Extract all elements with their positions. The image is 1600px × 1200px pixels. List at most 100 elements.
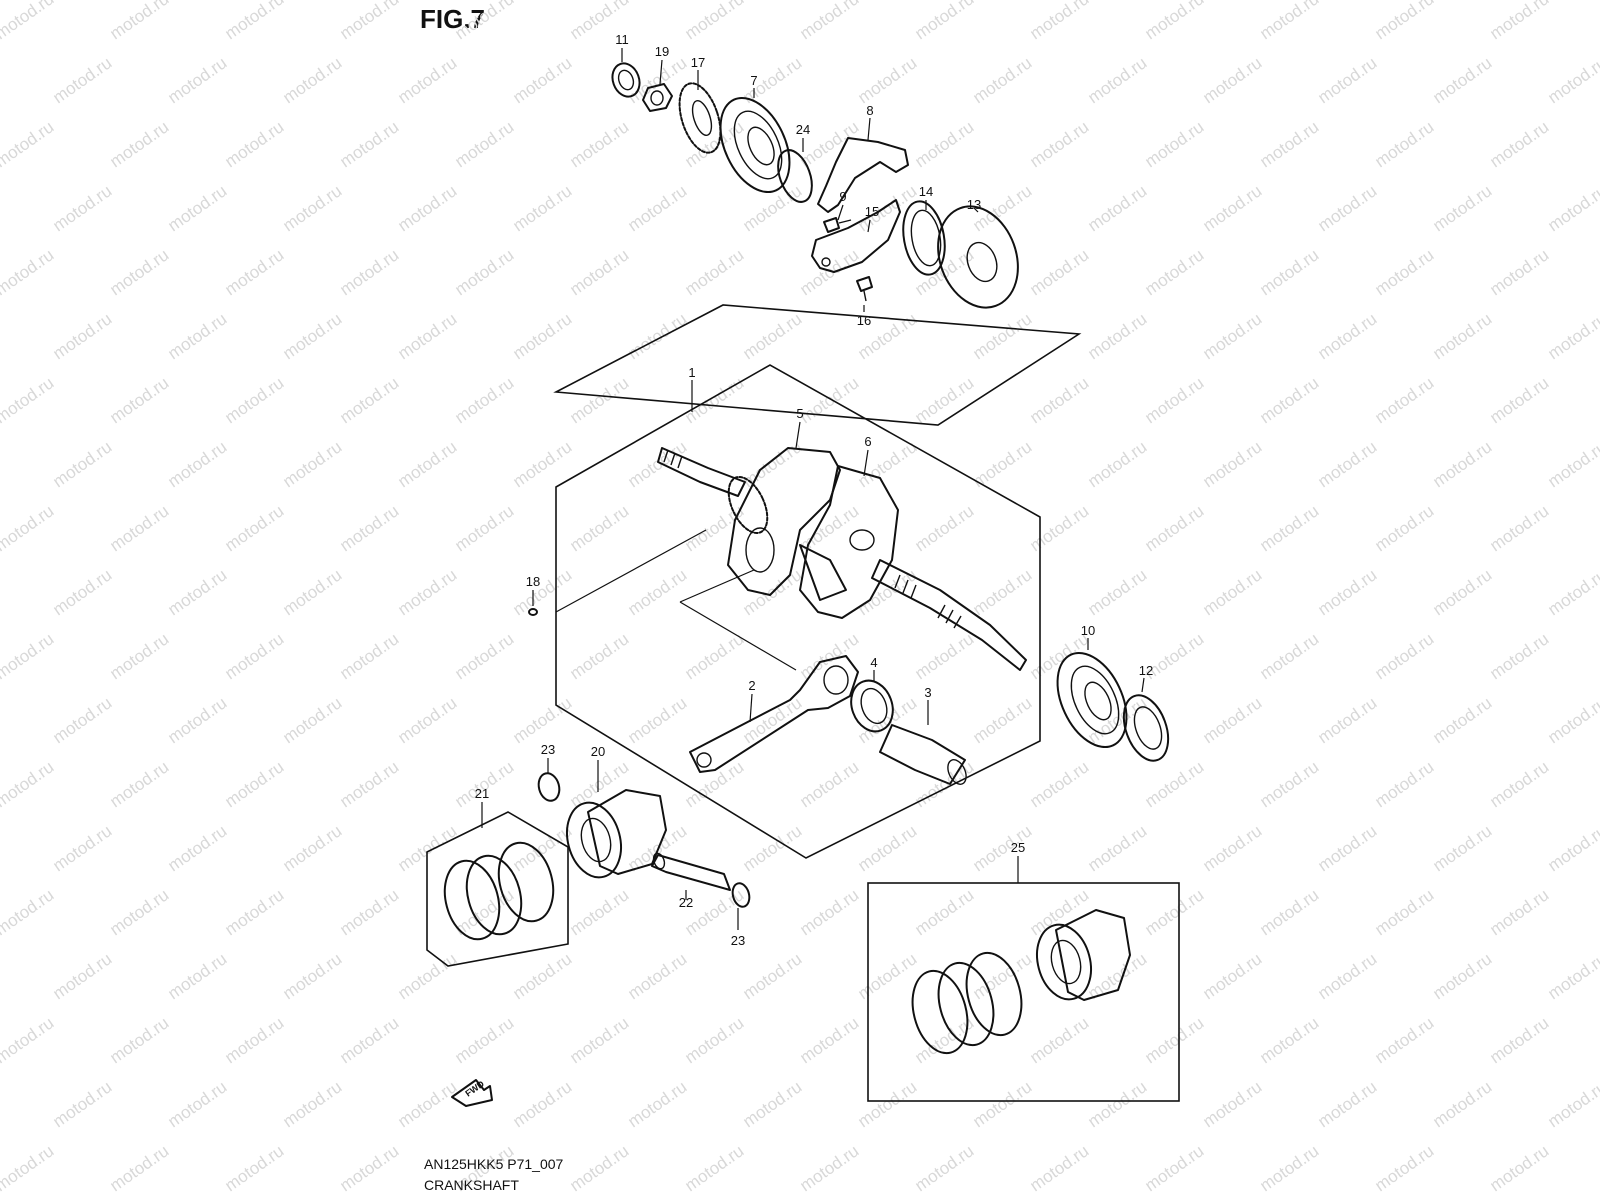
watermark-text: motod.ru (1141, 885, 1207, 939)
watermark-text: motod.ru (1544, 565, 1600, 619)
watermark-text: motod.ru (796, 1013, 862, 1067)
watermark-text: motod.ru (1544, 309, 1600, 363)
watermark-text: motod.ru (509, 821, 575, 875)
watermark-text: motod.ru (164, 309, 230, 363)
watermark-text: motod.ru (566, 1013, 632, 1067)
watermark-text: motod.ru (1141, 117, 1207, 171)
watermark-text: motod.ru (624, 437, 690, 491)
watermark-text: motod.ru (1199, 181, 1265, 235)
watermark-text: motod.ru (336, 757, 402, 811)
callout-leaders (481, 48, 1145, 930)
piston-set-frame (867, 882, 1180, 1102)
watermark-text: motod.ru (451, 0, 517, 43)
shim-part-13 (937, 205, 1019, 309)
watermark-text: motod.ru (1486, 885, 1552, 939)
watermark-text: motod.ru (509, 1077, 575, 1131)
watermark-text: motod.ru (1486, 629, 1552, 683)
watermark-text: motod.ru (279, 181, 345, 235)
watermark-text: motod.ru (911, 629, 977, 683)
watermark-text: motod.ru (164, 949, 230, 1003)
watermark-text: motod.ru (911, 501, 977, 555)
watermark-text: motod.ru (739, 437, 805, 491)
watermark-text: motod.ru (49, 1077, 115, 1131)
callout-13: 13 (967, 197, 981, 212)
callout-21: 21 (475, 786, 489, 801)
callout-4: 4 (870, 655, 877, 670)
watermark-text: motod.ru (394, 693, 460, 747)
watermark-text: motod.ru (681, 501, 747, 555)
watermark-text: motod.ru (509, 309, 575, 363)
watermark-text: motod.ru (796, 1141, 862, 1195)
watermark-text: motod.ru (1314, 693, 1380, 747)
watermark-text: motod.ru (969, 949, 1035, 1003)
watermark-text: motod.ru (336, 501, 402, 555)
watermark-text: motod.ru (451, 245, 517, 299)
callout-23-upper: 23 (541, 742, 555, 757)
watermark-text: motod.ru (1199, 1077, 1265, 1131)
watermark-text: motod.ru (1026, 373, 1092, 427)
circlip-part-23-lower (731, 882, 751, 908)
watermark-text: motod.ru (0, 885, 57, 939)
watermark-text: motod.ru (969, 53, 1035, 107)
callout-7: 7 (750, 73, 757, 88)
watermark-text: motod.ru (566, 885, 632, 939)
sprocket-part-17 (678, 82, 722, 154)
watermark-text: motod.ru (1026, 757, 1092, 811)
watermark-text: motod.ru (336, 245, 402, 299)
flywheel-group-frame (553, 304, 1082, 426)
watermark-text: motod.ru (221, 885, 287, 939)
watermark-text: motod.ru (854, 949, 920, 1003)
piston-set-part-25 (911, 909, 1131, 1055)
bearing-part-7 (719, 96, 791, 194)
watermark-text: motod.ru (221, 501, 287, 555)
watermark-text: motod.ru (49, 565, 115, 619)
watermark-text: motod.ru (1371, 501, 1437, 555)
watermark-text: motod.ru (1256, 885, 1322, 939)
connecting-rod-part-2 (689, 655, 859, 773)
watermark-text: motod.ru (1199, 53, 1265, 107)
watermark-text: motod.ru (681, 373, 747, 427)
watermark-text: motod.ru (681, 1013, 747, 1067)
watermark-text: motod.ru (1026, 885, 1092, 939)
watermark-text: motod.ru (566, 757, 632, 811)
piston-part-20 (566, 789, 667, 879)
figure-title: FIG.7 (420, 4, 486, 34)
watermark-text: motod.ru (336, 373, 402, 427)
watermark-text: motod.ru (1084, 565, 1150, 619)
watermark-text: motod.ru (221, 117, 287, 171)
watermark-text: motod.ru (336, 629, 402, 683)
watermark-text: motod.ru (1544, 821, 1600, 875)
watermark-text: motod.ru (1429, 821, 1495, 875)
watermark-text: motod.ru (221, 373, 287, 427)
watermark-text: motod.ru (0, 629, 57, 683)
watermark-text: motod.ru (911, 885, 977, 939)
oil-seal-part-11 (611, 62, 641, 98)
watermark-text: motod.ru (1371, 629, 1437, 683)
watermark-text: motod.ru (1256, 629, 1322, 683)
oil-seal-part-12 (1122, 694, 1170, 762)
screw-part-16 (856, 276, 873, 302)
watermark-text: motod.ru (854, 53, 920, 107)
watermark-text: motod.ru (1256, 757, 1322, 811)
watermark-text: motod.ru (451, 117, 517, 171)
watermark-text: motod.ru (1141, 0, 1207, 43)
callout-18: 18 (526, 574, 540, 589)
key-part-18 (528, 608, 538, 616)
watermark-text: motod.ru (566, 501, 632, 555)
watermark-text: motod.ru (1429, 437, 1495, 491)
callout-9: 9 (839, 189, 846, 204)
watermark-text: motod.ru (49, 53, 115, 107)
watermark-text: motod.ru (969, 1077, 1035, 1131)
crankshaft-assembly-frame (555, 364, 1041, 859)
watermark-text: motod.ru (451, 373, 517, 427)
watermark-text: motod.ru (1199, 693, 1265, 747)
watermark-text: motod.ru (336, 885, 402, 939)
callout-1: 1 (688, 365, 695, 380)
callout-24: 24 (796, 122, 810, 137)
watermark-text: motod.ru (624, 309, 690, 363)
watermark-text: motod.ru (336, 0, 402, 43)
watermark-text: motod.ru (796, 757, 862, 811)
watermark-text: motod.ru (279, 693, 345, 747)
watermark-text: motod.ru (1199, 309, 1265, 363)
